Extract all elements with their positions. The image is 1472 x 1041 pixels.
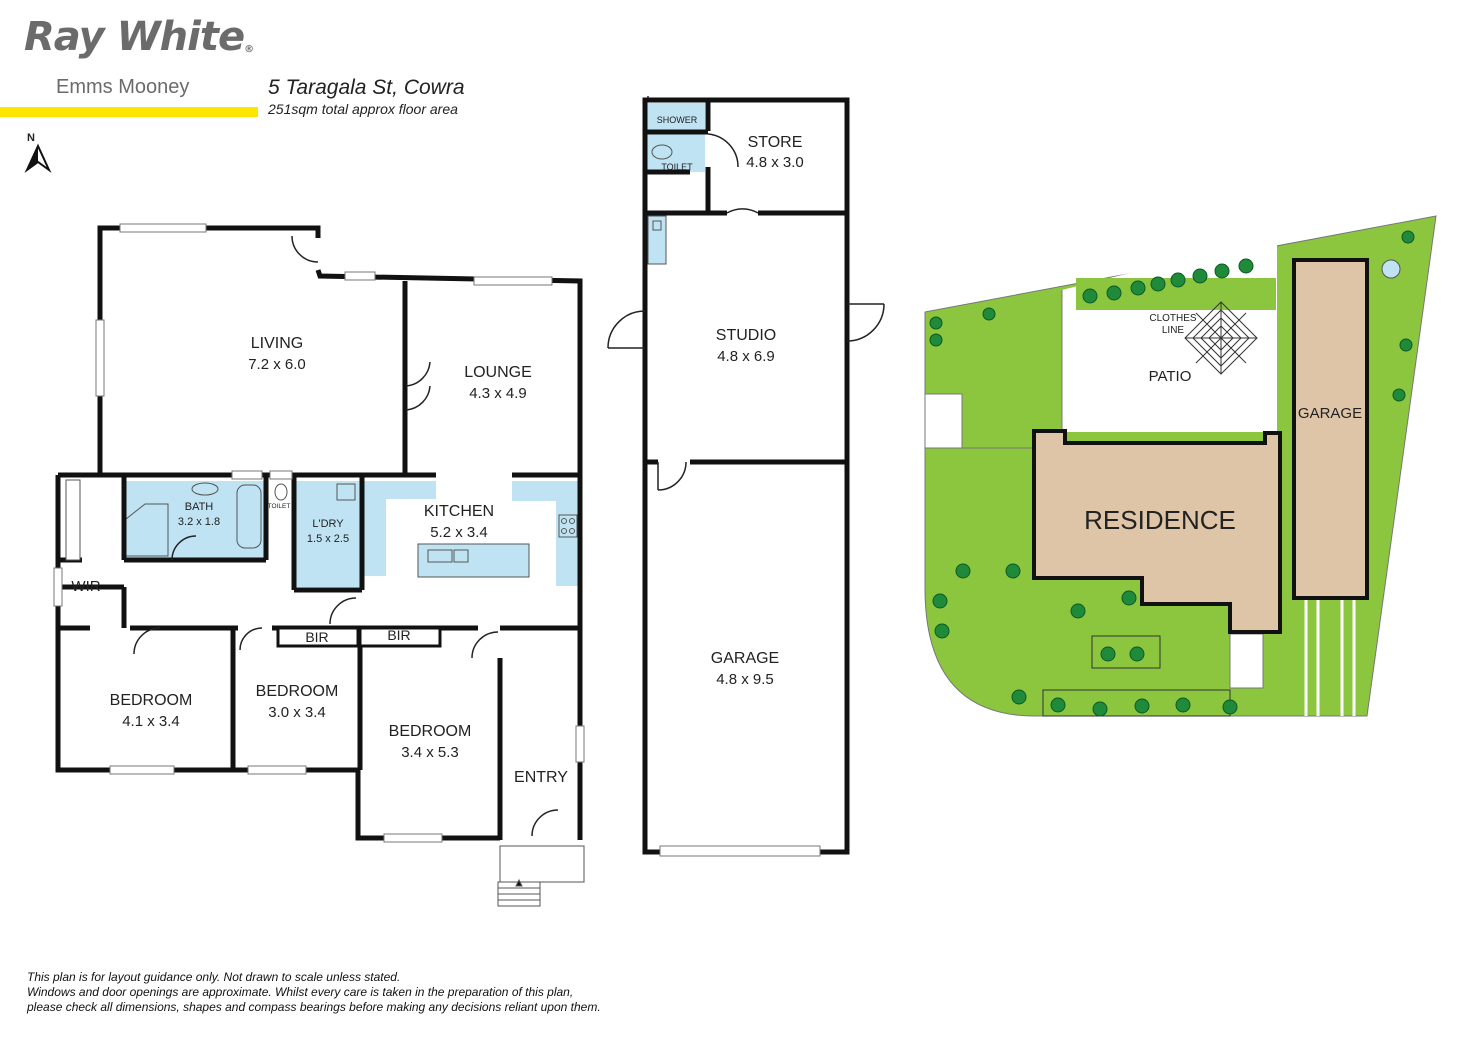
- studio-label: STUDIO: [716, 327, 776, 344]
- toilet-icon: [274, 483, 288, 501]
- store-dims: 4.8 x 3.0: [746, 154, 804, 171]
- disclaimer-line-3: please check all dimensions, shapes and …: [27, 1000, 601, 1014]
- laundry-label: L'DRY: [312, 518, 344, 530]
- garage-dims: 4.8 x 9.5: [716, 671, 774, 688]
- main-house-plan: LIVING 7.2 x 6.0 LOUNGE 4.3 x 4.9 BATH 3…: [53, 223, 585, 907]
- garage-label: GARAGE: [711, 650, 779, 667]
- kitchen-label: KITCHEN: [424, 503, 494, 520]
- kitchen-sink-icon: [427, 549, 453, 563]
- living-dims: 7.2 x 6.0: [248, 356, 306, 373]
- bedroom2-dims: 3.0 x 3.4: [268, 704, 326, 721]
- site-garage-footprint: [1292, 258, 1369, 600]
- bath-dims: 3.2 x 1.8: [178, 516, 220, 528]
- disclaimer: This plan is for layout guidance only. N…: [27, 970, 601, 1015]
- laundry-area: [296, 481, 360, 587]
- bir1-label: BIR: [305, 629, 328, 645]
- outbuilding-toilet-label: TOILET: [661, 162, 693, 172]
- floor-area: 251sqm total approx floor area: [268, 101, 458, 117]
- bedroom3-label: BEDROOM: [389, 723, 472, 740]
- entry-label: ENTRY: [514, 769, 568, 786]
- kitchen-bench-right: [556, 501, 578, 586]
- cooktop-icon: [558, 514, 578, 538]
- disclaimer-line-2: Windows and door openings are approximat…: [27, 985, 574, 999]
- bedroom1-dims: 4.1 x 3.4: [122, 713, 180, 730]
- living-label: LIVING: [251, 335, 303, 352]
- office-name: Emms Mooney: [56, 76, 190, 98]
- patio-label: PATIO: [1149, 368, 1192, 385]
- shower-label: SHOWER: [657, 115, 698, 125]
- bedroom1-label: BEDROOM: [110, 692, 193, 709]
- residence-label: RESIDENCE: [1084, 505, 1236, 535]
- clothes-line-label-2: LINE: [1162, 325, 1185, 336]
- north-compass-icon: N: [24, 132, 52, 174]
- toilet-label: TOILET: [268, 503, 291, 510]
- bath-basin-icon: [191, 482, 219, 496]
- clothes-line-label-1: CLOTHES: [1149, 313, 1197, 324]
- studio-dims: 4.8 x 6.9: [717, 348, 775, 365]
- registered-mark: ®: [244, 44, 254, 55]
- clothes-line-icon: [1184, 301, 1258, 375]
- site-plan: CLOTHES LINE PATIO GARAGE RESIDENCE: [924, 215, 1437, 717]
- kitchen-bench-right-top: [512, 481, 578, 501]
- ray-white-logo: Ray White®: [24, 14, 254, 60]
- bathtub-icon: [236, 484, 262, 549]
- bedroom2-label: BEDROOM: [256, 683, 339, 700]
- kitchen-bench-left: [364, 481, 386, 576]
- property-address: 5 Taragala St, Cowra: [268, 76, 465, 99]
- brand-accent-bar: [0, 107, 258, 117]
- logo-text: Ray White: [24, 14, 245, 60]
- tree-icons: [929, 230, 1415, 717]
- lounge-label: LOUNGE: [464, 364, 532, 381]
- wir-label: WIR: [71, 578, 100, 595]
- residence-footprint: [1032, 429, 1282, 634]
- lounge-dims: 4.3 x 4.9: [469, 385, 527, 402]
- water-tank-icon: [1381, 259, 1401, 279]
- kitchen-dims: 5.2 x 3.4: [430, 524, 488, 541]
- laundry-dims: 1.5 x 2.5: [307, 533, 349, 545]
- kitchen-bench-top: [386, 481, 436, 499]
- bir2-label: BIR: [387, 627, 410, 643]
- outbuilding-toilet-icon: [651, 144, 673, 160]
- store-label: STORE: [748, 134, 803, 151]
- laundry-tub-icon: [336, 483, 356, 501]
- kitchen-island: [417, 543, 530, 578]
- outbuilding-plan: SHOWER TOILET STORE 4.8 x 3.0 STUDIO 4.8…: [607, 96, 885, 857]
- bath-label: BATH: [185, 501, 214, 513]
- site-garage-label: GARAGE: [1298, 405, 1362, 422]
- garage-door: [659, 845, 821, 857]
- entry-steps: [497, 878, 541, 907]
- disclaimer-line-1: This plan is for layout guidance only. N…: [27, 970, 401, 984]
- bedroom3-dims: 3.4 x 5.3: [401, 744, 459, 761]
- compass-label: N: [27, 132, 35, 144]
